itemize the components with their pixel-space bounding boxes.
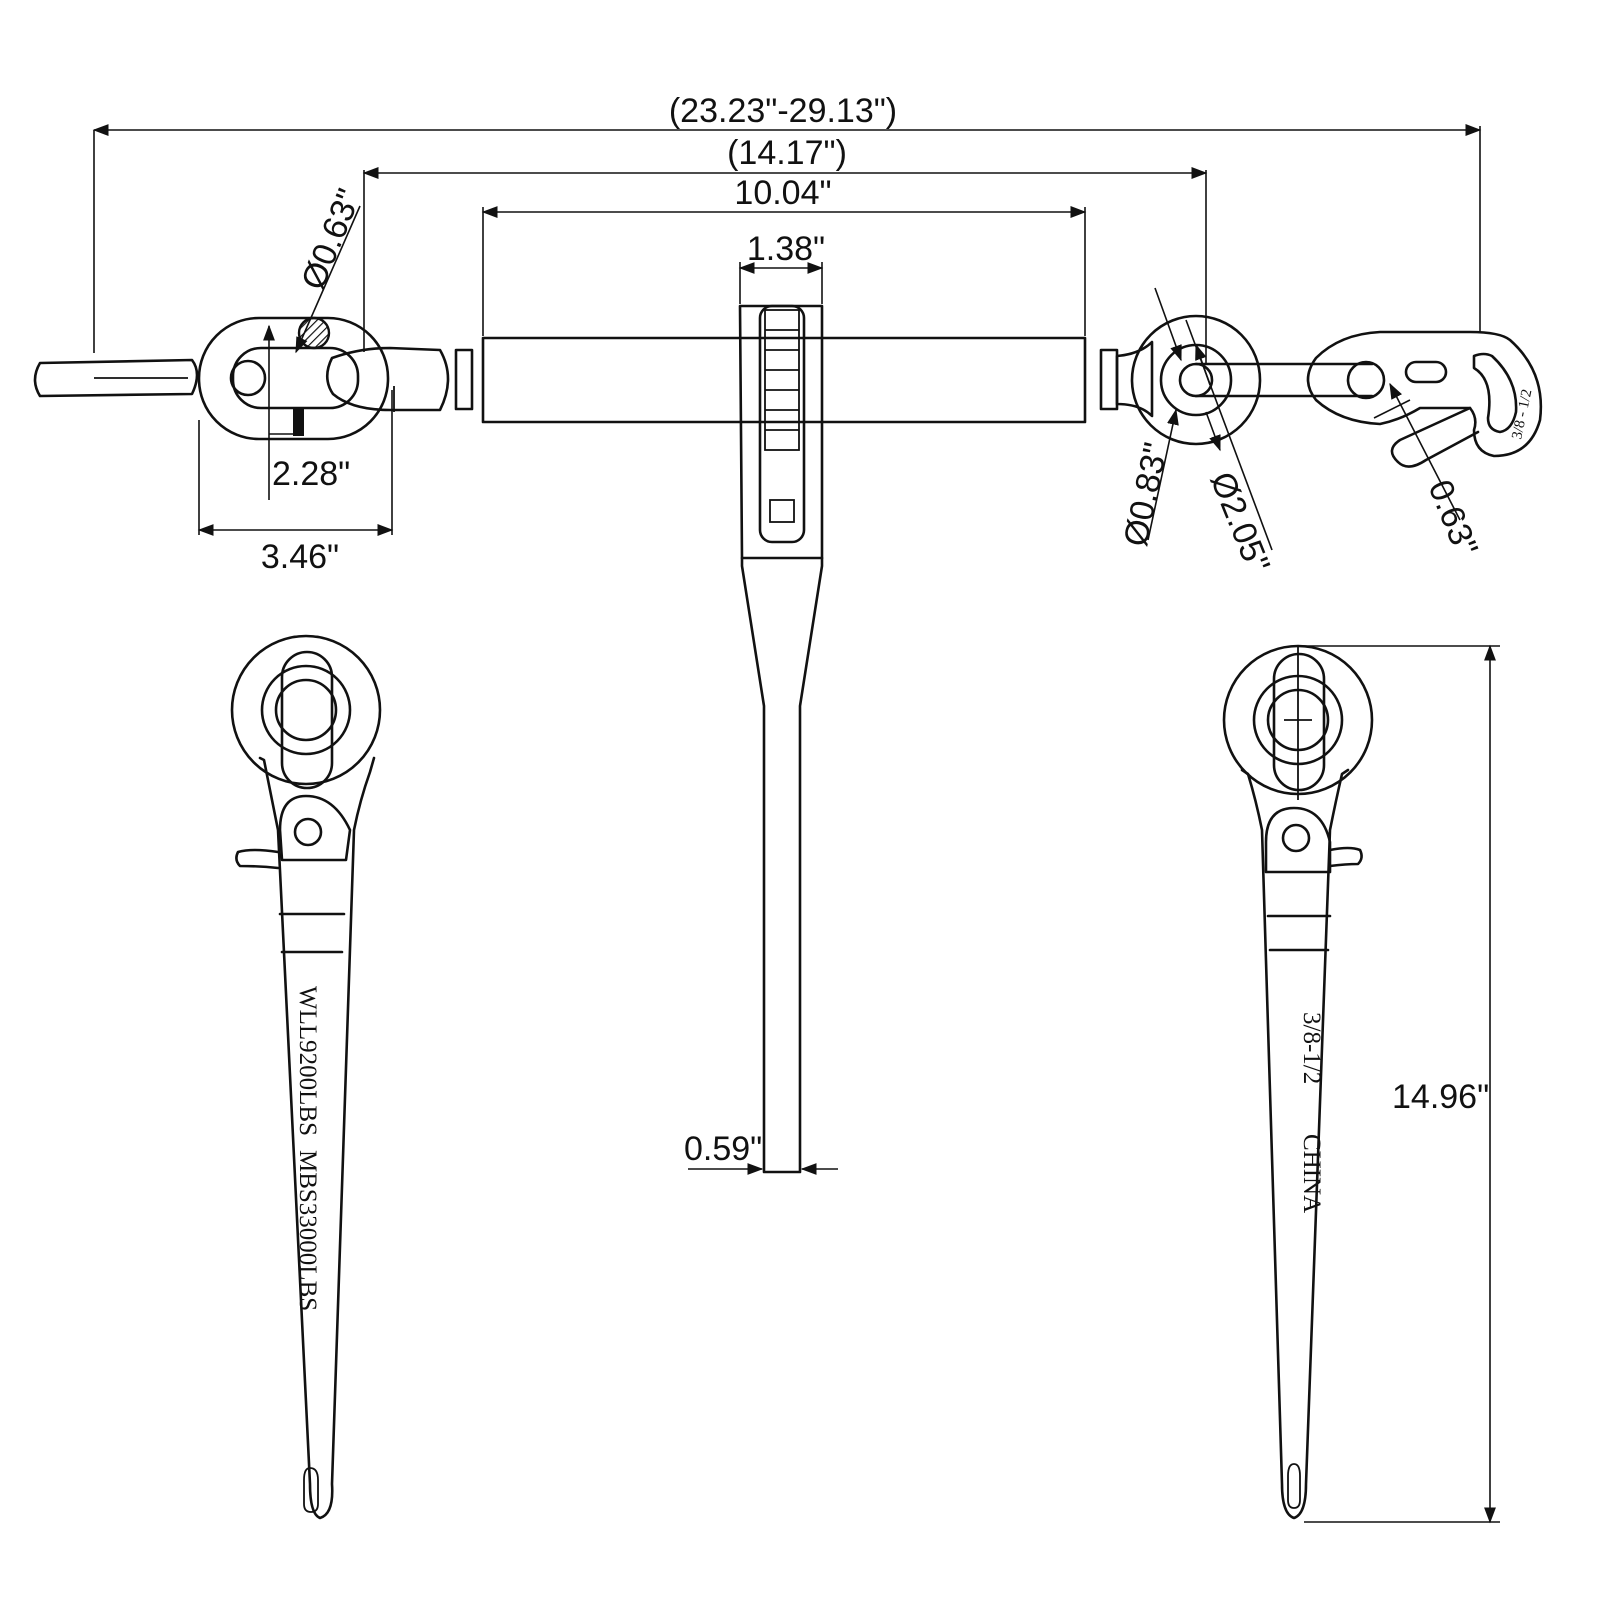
right-grab-hook: 3/8 - 1/2 [1306, 330, 1543, 468]
left-pin-dia-label: Ø0.63" [294, 184, 368, 295]
left-link-height-label: 2.28" [272, 455, 350, 493]
right-rod [1194, 362, 1374, 398]
closed-length-label: (14.17") [727, 134, 847, 172]
right-eye-dia-label: Ø2.05" [1203, 467, 1277, 578]
left-handle-marking-mbs: MBS33000LBS [294, 1150, 321, 1311]
left-pin-leader [295, 205, 361, 354]
right-handle-marking-origin: CHINA [1298, 1134, 1325, 1213]
left-end-fitting [325, 346, 450, 412]
right-handle-marking-size: 3/8-1/2 [1298, 1012, 1325, 1084]
left-link-width-label: 3.46" [261, 538, 339, 576]
handle-length-label: 14.96" [1392, 1078, 1489, 1116]
right-pin-leader [1147, 408, 1179, 541]
left-handle-body [258, 756, 376, 1520]
centerline-cross-icon [1284, 646, 1312, 800]
ratchet-gear-teeth [764, 309, 800, 523]
right-handle-view: 3/8-1/2 CHINA [1222, 644, 1374, 1520]
barrel-tube [481, 336, 1087, 424]
barrel-length-label: 10.04" [734, 174, 831, 212]
left-oval-link [197, 316, 390, 441]
handle-end-width-label: 0.59" [684, 1130, 762, 1168]
right-handle-body [1240, 768, 1350, 1520]
left-handle-slot [280, 650, 334, 790]
handle-length-dimension: 14.96" [1298, 644, 1500, 1524]
left-handle-view: WLL9200LBS MBS33000LBS [230, 634, 382, 1520]
hook-size-marking: 3/8 - 1/2 [1509, 388, 1535, 441]
top-view: 3/8 - 1/2 [33, 304, 1543, 1174]
right-swivel-eye [1130, 314, 1262, 446]
gear-width-label: 1.38" [747, 230, 825, 268]
overall-length-label: (23.23"-29.13") [669, 92, 897, 130]
ratchet-head [738, 304, 824, 560]
hook-slot-leader [1389, 382, 1461, 521]
right-handle-slot [1272, 652, 1326, 792]
left-hook-shank [33, 358, 199, 398]
pin-marker [293, 409, 304, 436]
handle-side-view [740, 556, 824, 1174]
right-end-fitting [1115, 340, 1154, 418]
right-pin-dia-label: Ø0.83" [1117, 439, 1176, 549]
left-handle-marking-wll: WLL9200LBS [294, 986, 321, 1136]
hook-slot-label: 0.63" [1421, 475, 1486, 562]
